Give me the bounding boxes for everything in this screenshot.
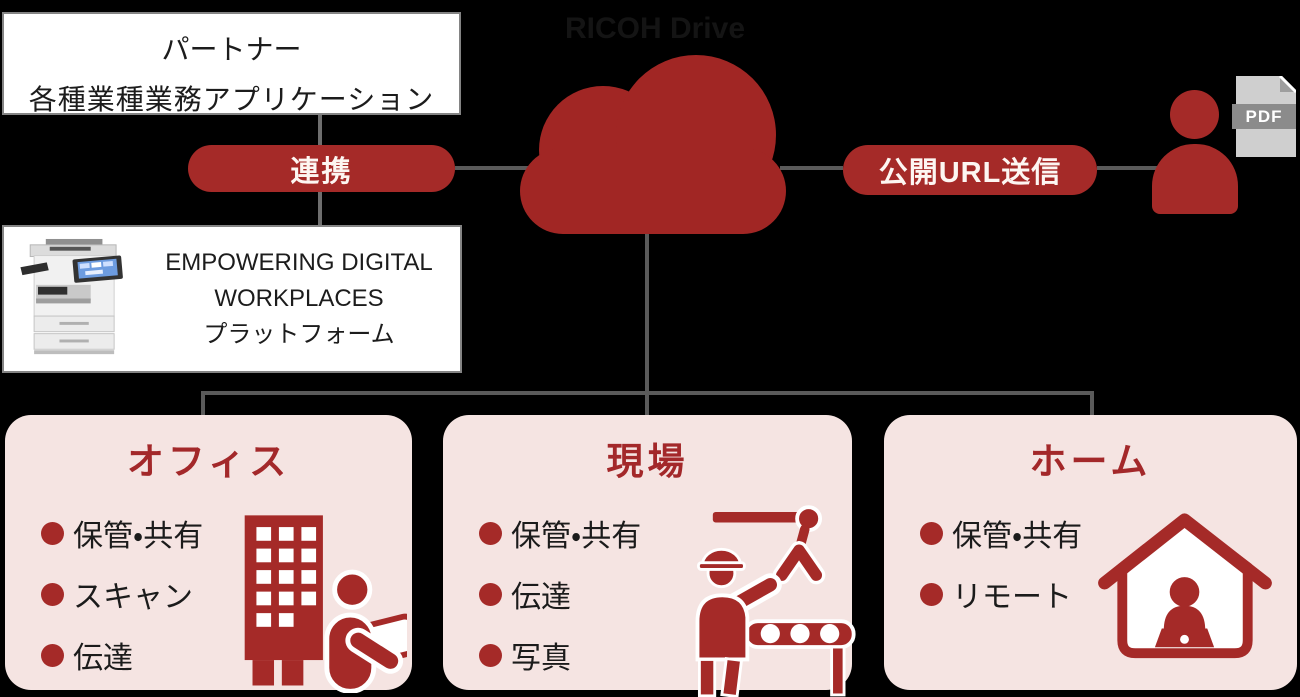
bullet-dot-icon: [479, 643, 502, 667]
list-item: スキャン: [41, 572, 412, 616]
item-label: 伝達: [73, 642, 133, 675]
branch-horizontal: [201, 391, 1094, 395]
list-item: 伝達: [41, 633, 412, 677]
pdf-band: PDF: [1232, 104, 1296, 129]
cloud-icon: [520, 55, 786, 234]
zone-office: オフィス 保管・共有 スキャン 伝達 バックアップ: [5, 415, 412, 693]
list-item: 伝達: [479, 572, 852, 616]
item-label: 保管・共有: [73, 520, 204, 553]
bullet-dot-icon: [920, 582, 943, 606]
partner-box-line2: 各種業種業務アプリケーション: [28, 84, 435, 115]
publish-url-pill-label: 公開URL送信: [878, 157, 1062, 189]
item-label: 保管・共有: [511, 520, 642, 553]
recipient-person-icon: [1170, 90, 1219, 139]
bullet-dot-icon: [479, 521, 502, 545]
connector-publish-to-person: [1097, 166, 1160, 170]
item-label: 伝達: [511, 581, 571, 614]
branch-left-drop: [201, 391, 205, 417]
platform-line3: プラットフォーム: [203, 321, 395, 348]
platform-line1: EMPOWERING DIGITAL: [165, 249, 433, 276]
platform-line2: WORKPLACES: [214, 285, 384, 312]
item-label: 保管・共有: [952, 520, 1083, 553]
zone-site-list: 保管・共有 伝達 写真 センサー: [479, 511, 852, 697]
pdf-band-label: PDF: [1245, 106, 1283, 126]
bullet-dot-icon: [41, 521, 64, 545]
list-item: 写真: [479, 633, 852, 677]
branch-right-drop: [1090, 391, 1094, 417]
house-person-laptop-icon: [1098, 513, 1272, 659]
platform-box: EMPOWERING DIGITAL WORKPLACES プラットフォーム: [2, 225, 462, 373]
list-item: 保管・共有: [41, 511, 412, 555]
zone-home-list: 保管・共有 リモート: [920, 511, 1297, 616]
site-worker-conveyor-crane-icon: [695, 505, 856, 697]
item-label: スキャン: [73, 581, 193, 614]
item-label: リモート: [952, 581, 1072, 614]
zone-home: ホーム 保管・共有 リモート: [884, 415, 1297, 690]
zone-home-title: ホーム: [1029, 441, 1152, 482]
zone-site-title: 現場: [606, 441, 689, 482]
connector-cloud-down: [645, 228, 649, 415]
connector-cloud-to-publish: [780, 166, 843, 170]
office-building-person-laptop-icon: [244, 515, 407, 693]
recipient-person-body: [1152, 144, 1238, 214]
zone-site: 現場 保管・共有 伝達 写真 センサー: [443, 415, 856, 697]
link-pill: 連携: [188, 145, 455, 192]
publish-url-pill: 公開URL送信: [843, 145, 1097, 195]
partner-box-line1: パートナー: [161, 34, 302, 65]
mfp-printer-icon: [20, 238, 123, 355]
partner-apps-box: パートナー 各種業種業務アプリケーション: [2, 12, 461, 115]
item-label: 写真: [511, 642, 571, 675]
zone-office-list: 保管・共有 スキャン 伝達 バックアップ: [41, 511, 412, 697]
bullet-dot-icon: [41, 643, 64, 667]
list-item: リモート: [920, 572, 1297, 616]
platform-box-text: EMPOWERING DIGITAL WORKPLACES プラットフォーム: [138, 245, 460, 353]
cloud-label: RICOH Drive: [564, 12, 746, 45]
bullet-dot-icon: [41, 582, 64, 606]
zone-office-title: オフィス: [126, 441, 291, 482]
list-item: 保管・共有: [479, 511, 852, 555]
bullet-dot-icon: [920, 521, 943, 545]
bullet-dot-icon: [479, 582, 502, 606]
list-item: 保管・共有: [920, 511, 1297, 555]
connector-pill-to-cloud: [455, 166, 540, 170]
link-pill-label: 連携: [290, 155, 353, 188]
